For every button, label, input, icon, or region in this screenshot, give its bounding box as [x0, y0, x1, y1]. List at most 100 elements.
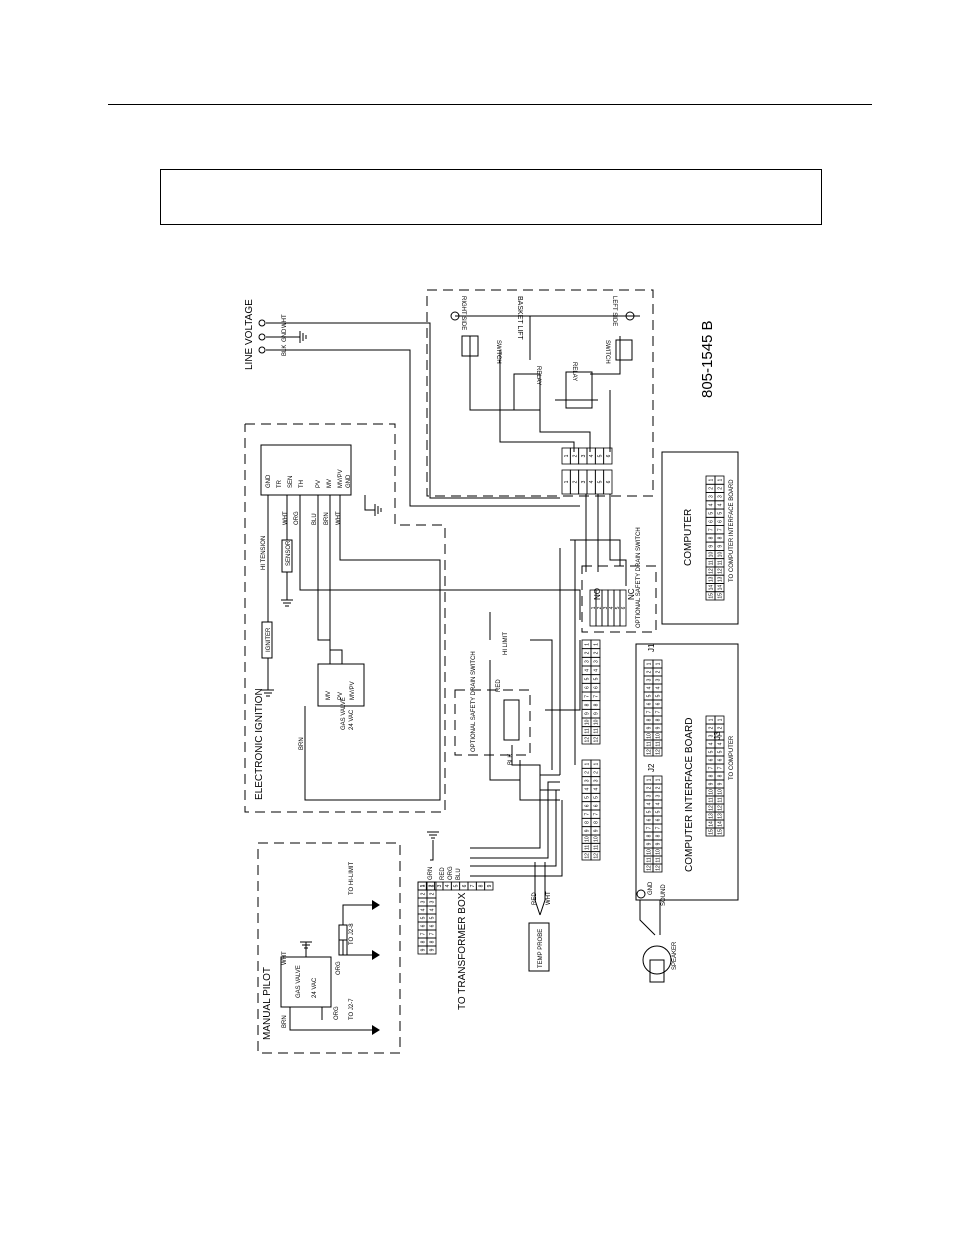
- to-computer-interface-board-label: TO COMPUTER INTERFACE BOARD: [729, 479, 735, 582]
- j1-strip-top-pin-label: 3: [585, 660, 591, 663]
- j1-strip-top-pin-label: 6: [585, 686, 591, 689]
- right-switch: [461, 335, 479, 357]
- board-j2-top-pin-label: 4: [647, 802, 653, 805]
- transformer-strip-pins-pin-label: 4: [445, 884, 451, 887]
- transformer-strip-bottom-pin-label: 4: [430, 908, 436, 911]
- blk-label-drain: BLK: [508, 754, 514, 765]
- board-j2-top-pin-label: 9: [647, 842, 653, 845]
- transformer-strip-top-pin-label: 2: [421, 892, 427, 895]
- manual-gas-valve-label: GAS VALVE: [296, 965, 302, 998]
- right-relay: [513, 373, 541, 411]
- drawing-number: 805-1545 B: [699, 320, 716, 398]
- j1-strip-bottom-pin-label: 8: [594, 703, 600, 706]
- transformer-strip-bottom-pin-label: 3: [430, 900, 436, 903]
- manual-org2-label: ORG: [334, 1006, 340, 1020]
- board-j1-top-pin-label: 12: [647, 749, 653, 755]
- to-hi-limit-label: TO HI-LIMIT: [349, 861, 355, 895]
- to-j2-7-label: TO J2-7: [349, 998, 355, 1020]
- module-terminal-6: MV: [327, 479, 333, 488]
- j2-harness-bottom-pin-label: 4: [594, 788, 600, 791]
- board-j3-top-pin-label: 1: [709, 718, 715, 721]
- j1-strip-top-pin-label: 1: [585, 643, 591, 646]
- wire-label-wht: WHT: [282, 314, 288, 328]
- j1-strip-bottom-cell: [590, 734, 601, 745]
- board-j3-bottom-pin-label: 7: [718, 766, 724, 769]
- left-switch-label: SWITCH: [604, 340, 610, 364]
- j2-harness-top-pin-label: 11: [585, 845, 591, 850]
- board-j3-bottom-pin-label: 9: [718, 782, 724, 785]
- j1-strip-bottom-pin-label: 3: [594, 660, 600, 663]
- basket-lift-enclosure: [426, 289, 654, 497]
- j2-harness-bottom-pin-label: 10: [594, 836, 600, 842]
- board-j1-bottom-pin-label: 5: [656, 694, 662, 697]
- gas-valve-mv: MV: [326, 691, 332, 700]
- j1-strip-top-pin-label: 4: [585, 669, 591, 672]
- computer-connector-top-pin-label: 9: [709, 545, 715, 548]
- j1-strip-bottom-pin-label: 10: [594, 719, 600, 725]
- transformer-strip-top-pin-label: 6: [421, 924, 427, 927]
- j1-strip-top-pin-label: 2: [585, 651, 591, 654]
- board-j2-bottom-pin-label: 6: [656, 818, 662, 821]
- board-j2-top-pin-label: 6: [647, 818, 653, 821]
- basket-lift-strip-top-pin-label: 4: [589, 454, 595, 457]
- right-switch-label: SWITCH: [495, 340, 501, 364]
- wire-label-gnd: GND: [282, 328, 288, 342]
- transformer-strip-pins-pin-label: 7: [470, 884, 476, 887]
- transformer-strip-top-pin-label: 1: [421, 884, 427, 887]
- board-j2-top-pin-label: 2: [647, 786, 653, 789]
- board-j1-bottom-pin-label: 9: [656, 726, 662, 729]
- transformer-strip-bottom-pin-label: 6: [430, 924, 436, 927]
- drain-switch-body: [503, 699, 520, 741]
- gas-valve-label: GAS VALVE: [341, 697, 347, 730]
- basket-lift-label: BASKET LIFT: [516, 296, 523, 341]
- board-j1-top-pin-label: 4: [647, 686, 653, 689]
- computer-connector-bottom-pin-label: 5: [718, 512, 724, 515]
- j2-harness-bottom-pin-label: 2: [594, 771, 600, 774]
- computer-connector-top-pin-label: 8: [709, 536, 715, 539]
- brn-label-gas: BRN: [299, 737, 305, 750]
- board-j2-top-pin-label: 11: [647, 857, 653, 862]
- to-computer-label: TO COMPUTER: [729, 735, 735, 780]
- basket-lift-strip-bottom-pin-label: 4: [589, 480, 595, 483]
- transformer-strip-bottom-cell: [426, 945, 437, 955]
- j2-harness-top-pin-label: 6: [585, 804, 591, 807]
- j2-harness-top-pin-label: 2: [585, 771, 591, 774]
- org-label-tb: ORG: [448, 866, 454, 880]
- computer-box: [661, 451, 739, 625]
- computer-connector-bottom-pin-label: 11: [718, 560, 724, 565]
- line-terminal-gnd: [258, 333, 266, 341]
- computer-connector-bottom-pin-label: 8: [718, 536, 724, 539]
- right-side-motor: [450, 311, 460, 321]
- computer-connector-top-pin-label: 5: [709, 512, 715, 515]
- brn-label-ign: BRN: [324, 512, 330, 525]
- transformer-strip-pins-pin-label: 9: [487, 884, 493, 887]
- board-j3-bottom-pin-label: 14: [718, 821, 724, 827]
- board-j3-bottom-pin-label: 3: [718, 734, 724, 737]
- sensor-label: SENSOR: [286, 540, 292, 566]
- basket-lift-strip-bottom-pin-label: 6: [606, 480, 612, 483]
- manual-gas-valve-vac: 24 VAC: [312, 977, 318, 998]
- transformer-strip-bottom-pin-label: 7: [430, 932, 436, 935]
- board-j3-bottom-pin-label: 1: [718, 718, 724, 721]
- optional-drain-switch-label: OPTIONAL SAFETY DRAIN SWITCH: [471, 651, 477, 752]
- board-j2-bottom-pin-label: 9: [656, 842, 662, 845]
- j2-harness-bottom-pin-label: 7: [594, 813, 600, 816]
- gas-valve-vac-label: 24 VAC: [349, 709, 355, 730]
- j1-strip-bottom-pin-label: 1: [594, 643, 600, 646]
- board-j3-bottom-pin-label: 4: [718, 742, 724, 745]
- board-j1-top-pin-label: 9: [647, 726, 653, 729]
- transformer-strip-top-pin-label: 7: [421, 932, 427, 935]
- drain-switch-pins-pin-label: 1: [591, 606, 597, 609]
- line-voltage-label: LINE VOLTAGE: [244, 299, 255, 370]
- j2-harness-top-pin-label: 12: [585, 853, 591, 859]
- module-terminal-1: GND: [266, 474, 272, 488]
- board-j1-bottom-pin-label: 1: [656, 662, 662, 665]
- board-j3-bottom-pin-label: 2: [718, 726, 724, 729]
